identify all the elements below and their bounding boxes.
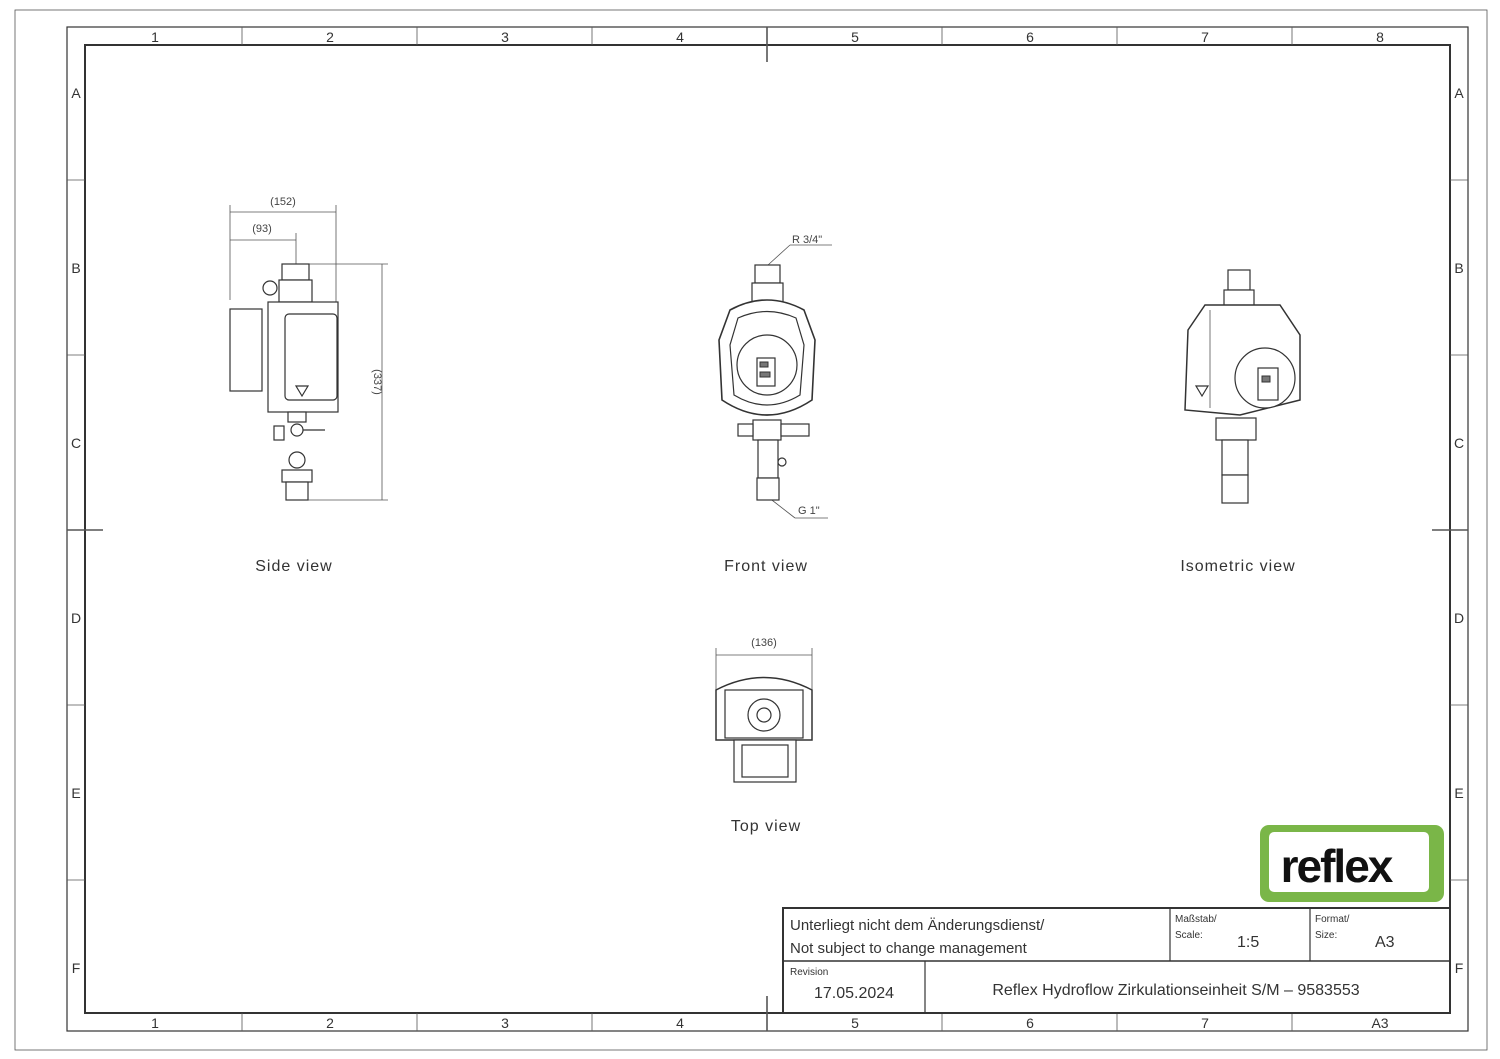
scale-value: 1:5 (1237, 934, 1259, 951)
grid-labels: 1 2 3 4 5 6 7 8 1 2 3 4 5 6 7 A3 A B C D… (71, 29, 1464, 1031)
change-note-de: Unterliegt nicht dem Änderungsdienst/ (790, 917, 1045, 934)
row-label: C (71, 435, 81, 451)
isometric-view-label: Isometric view (1180, 558, 1295, 575)
row-label: C (1454, 435, 1464, 451)
row-label: F (72, 960, 81, 976)
row-label: E (71, 785, 80, 801)
col-label: 7 (1201, 1015, 1209, 1031)
revision-label: Revision (790, 967, 828, 978)
logo-text: reflex (1281, 840, 1394, 892)
col-label: 7 (1201, 29, 1209, 45)
sheet-border (14, 9, 1488, 1051)
col-label: 3 (501, 1015, 509, 1031)
row-label: D (1454, 610, 1464, 626)
side-view: (152) (93) (337) Side view (229, 196, 388, 575)
outer-frame (66, 26, 1469, 1032)
col-label: 5 (851, 29, 859, 45)
side-view-label: Side view (255, 558, 332, 575)
dimension-152: (152) (270, 196, 296, 208)
row-label: E (1454, 785, 1463, 801)
top-view: (136) Top view (715, 637, 813, 835)
title-block: Unterliegt nicht dem Änderungsdienst/ No… (782, 907, 1451, 1014)
scale-label-en: Scale: (1175, 930, 1203, 941)
reflex-logo: reflex (1260, 825, 1444, 902)
col-label: A3 (1371, 1015, 1388, 1031)
row-label: D (71, 610, 81, 626)
col-label: 3 (501, 29, 509, 45)
row-label: B (1454, 260, 1463, 276)
thread-top-label: R 3/4" (792, 234, 822, 246)
front-view: R 3/4" G 1" Front view (718, 234, 832, 575)
scale-label-de: Maßstab/ (1175, 914, 1217, 925)
change-note-en: Not subject to change management (790, 940, 1028, 957)
row-label: F (1455, 960, 1464, 976)
grid-dividers (67, 27, 1468, 1031)
col-label: 6 (1026, 29, 1034, 45)
col-label: 4 (676, 1015, 684, 1031)
isometric-view: Isometric view (1180, 269, 1301, 575)
col-label: 5 (851, 1015, 859, 1031)
revision-date: 17.05.2024 (814, 985, 894, 1002)
row-label: B (71, 260, 80, 276)
top-view-label: Top view (731, 818, 801, 835)
drawing-title: Reflex Hydroflow Zirkulationseinheit S/M… (992, 982, 1359, 999)
dimension-93: (93) (252, 223, 272, 235)
row-label: A (1454, 85, 1464, 101)
col-label: 2 (326, 1015, 334, 1031)
thread-bottom-label: G 1" (798, 505, 820, 517)
inner-frame (84, 44, 1451, 1014)
col-label: 4 (676, 29, 684, 45)
front-view-label: Front view (724, 558, 808, 575)
size-label-de: Format/ (1315, 914, 1350, 925)
dimension-337: (337) (371, 369, 383, 395)
dimension-136: (136) (751, 637, 777, 649)
col-label: 8 (1376, 29, 1384, 45)
size-value: A3 (1375, 934, 1395, 951)
size-label-en: Size: (1315, 930, 1337, 941)
col-label: 2 (326, 29, 334, 45)
col-label: 1 (151, 1015, 159, 1031)
row-label: A (71, 85, 81, 101)
col-label: 1 (151, 29, 159, 45)
col-label: 6 (1026, 1015, 1034, 1031)
